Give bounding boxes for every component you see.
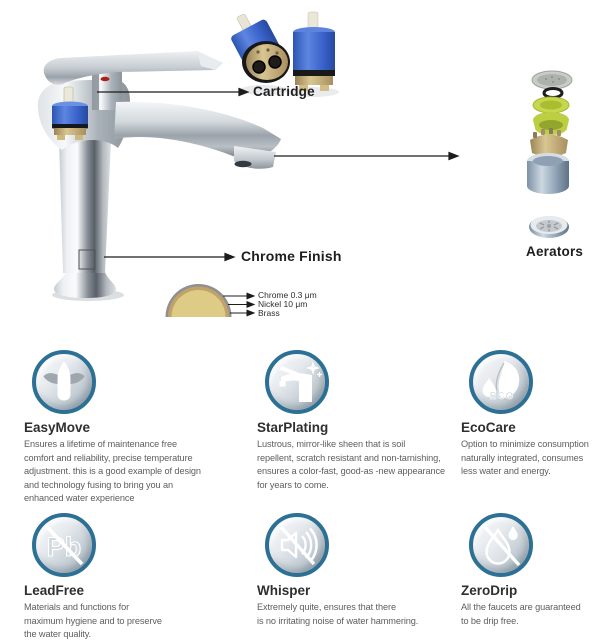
feature-card-leadfree: Pb LeadFree Materials and functions for … <box>24 513 252 641</box>
callout-arrows <box>97 87 460 262</box>
aerators-label: Aerators <box>526 244 584 259</box>
o-ring <box>542 87 564 99</box>
aerator-arrowhead-icon <box>448 151 460 161</box>
faucet-spout <box>114 101 281 158</box>
layer-label-brass: Brass <box>258 307 280 318</box>
feature-title: ZeroDrip <box>461 583 518 598</box>
leadfree-no-lead-icon: Pb <box>32 513 96 577</box>
feature-card-zerodrip: ZeroDrip All the faucets are guaranteed … <box>461 513 600 628</box>
feature-description: All the faucets are guaranteed to be dri… <box>461 602 581 626</box>
red-temperature-dot <box>100 76 110 82</box>
ecocare-leaf-drop-icon: ECO <box>469 350 533 414</box>
cartridge-arrowhead-icon <box>238 87 250 97</box>
aerator-exploded-view <box>527 70 573 238</box>
feature-description: Ensures a lifetime of maintenance free c… <box>24 439 201 504</box>
brass-nut <box>530 134 568 157</box>
faucet-diagram <box>37 11 573 317</box>
feature-card-ecocare: ECO EcoCare Option to minimize consumpti… <box>461 350 600 479</box>
feature-description: Materials and functions for maximum hygi… <box>24 602 162 640</box>
feature-title: LeadFree <box>24 583 85 598</box>
eco-badge-text: ECO <box>490 391 515 402</box>
chrome-finish-label: Chrome Finish <box>241 248 342 264</box>
feature-card-starplating: StarPlating Lustrous, mirror-like sheen … <box>257 350 462 492</box>
starplating-faucet-sparkle-icon <box>265 350 329 414</box>
feature-title: StarPlating <box>257 420 329 435</box>
layer-arrows <box>223 292 256 317</box>
cartridge-photo <box>231 11 339 97</box>
easymove-lever-icon <box>32 350 96 414</box>
flat-aerator <box>529 216 569 238</box>
feature-description: Lustrous, mirror-like sheen that is soil… <box>257 439 446 490</box>
cutaway-cartridge <box>52 86 88 140</box>
aerator-housing <box>527 161 569 194</box>
whisper-no-noise-icon <box>265 513 329 577</box>
feature-title: Whisper <box>257 583 311 598</box>
feature-card-easymove: EasyMove Ensures a lifetime of maintenan… <box>24 350 252 506</box>
feature-title: EasyMove <box>24 420 91 435</box>
plating-layers-dome <box>165 284 232 317</box>
layer-label-nickel: Nickel 10 μm <box>258 299 308 309</box>
feature-title: EcoCare <box>461 420 516 435</box>
chrome-finish-arrowhead-icon <box>224 252 236 262</box>
feature-card-whisper: Whisper Extremely quite, ensures that th… <box>257 513 462 628</box>
faucet-handle-lever <box>43 51 224 85</box>
feature-description: Extremely quite, ensures that there is n… <box>257 602 419 626</box>
layer-label-chrome: Chrome 0.3 μm <box>258 290 317 300</box>
zerodrip-no-drip-icon <box>469 513 533 577</box>
faucet-illustration <box>37 51 281 301</box>
cartridge-label: Cartridge <box>253 84 315 99</box>
feature-description: Option to minimize consumption naturally… <box>461 439 589 477</box>
